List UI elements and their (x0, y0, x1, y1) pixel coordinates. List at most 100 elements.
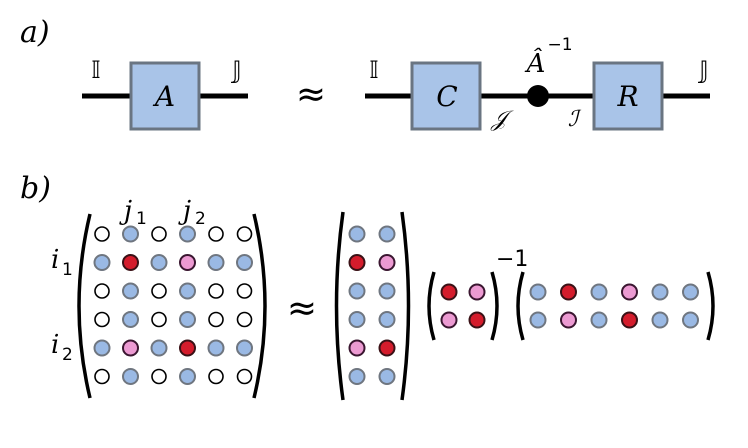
big-matrix-dot-r1-c4 (179, 225, 196, 243)
r-matrix-dot-r2-c6 (682, 311, 699, 329)
big-matrix-dot-r3-c2 (122, 282, 139, 300)
big-matrix-dot-r3-c5 (208, 283, 224, 299)
panel-a: a) A 𝕀 𝕁 ≈ C R Â −1 𝕀 𝕁 𝒥 ℐ (20, 15, 710, 132)
r-matrix-left-bracket (516, 271, 525, 341)
big-matrix-dot-r6-c1 (94, 368, 110, 385)
big-matrix-dot-r4-c1 (94, 311, 110, 328)
col-label-j2: j (178, 196, 191, 226)
r-matrix-dot-r1-c3 (590, 283, 608, 301)
big-matrix-dot-r4-c2 (122, 311, 139, 328)
r-matrix-dot-r1-c5 (651, 283, 669, 301)
inverse-exponent: −1 (496, 247, 528, 272)
tensor-a-box (129, 61, 201, 131)
big-matrix-dot-r6-c2 (122, 368, 139, 385)
r-matrix-dot-r2-c3 (590, 311, 608, 329)
big-matrix-dot-r1-c2 (122, 225, 139, 243)
r-matrix-dot-r2-c4 (621, 311, 638, 329)
c-matrix-dot-r4-c2 (378, 311, 396, 328)
a-hat-left-bracket (427, 271, 436, 341)
row-sub-i2: 2 (62, 345, 73, 365)
tensor-c-box (410, 61, 482, 131)
big-matrix-dot-r3-c4 (179, 282, 196, 300)
big-matrix-dot-r1-c6 (236, 226, 253, 242)
a-hat-dot-r1-c1 (440, 283, 458, 301)
big-matrix-dot-r5-c3 (150, 339, 168, 357)
row-label-i1: i (51, 245, 59, 275)
big-matrix-dot-r6-c5 (208, 368, 224, 385)
right-index-out: 𝕁 (697, 56, 708, 84)
big-matrix-dot-r1-c3 (151, 226, 167, 242)
c-matrix-dot-r4-c1 (348, 311, 366, 328)
big-matrix-dot-r6-c4 (179, 368, 196, 385)
big-matrix-dot-r4-c6 (236, 311, 253, 328)
c-matrix-dot-r6-c2 (378, 368, 396, 385)
big-matrix-dot-r4-c5 (208, 311, 224, 328)
big-matrix-right-bracket (252, 213, 267, 399)
tensor-r-label: R (616, 80, 638, 113)
c-matrix-dot-r1-c1 (348, 225, 366, 243)
c-matrix-right-bracket (400, 211, 411, 401)
big-matrix-dot-r5-c1 (93, 339, 111, 357)
col-sub-j1: 1 (136, 209, 147, 229)
panel-b-label: b) (20, 171, 51, 206)
approx-sign-b: ≈ (287, 288, 317, 329)
r-matrix-dot-r2-c1 (529, 311, 547, 329)
tensor-r-box (592, 61, 664, 131)
tensor-c-label: C (436, 80, 457, 113)
big-matrix-dot-r3-c3 (151, 283, 167, 299)
r-matrix-dot-r1-c4 (621, 283, 638, 301)
r-matrix-dot-r2-c2 (560, 311, 577, 329)
r-matrix-dot-r1-c1 (529, 283, 547, 301)
left-index-out: 𝕁 (230, 56, 241, 84)
big-matrix-dot-r2-c1 (93, 254, 111, 271)
c-matrix-dot-r5-c1 (348, 339, 366, 357)
big-matrix-dot-r5-c2 (122, 339, 139, 357)
big-matrix-dot-r2-c4 (179, 254, 196, 271)
big-matrix-dot-r3-c6 (236, 283, 253, 299)
inverse-node (527, 85, 549, 107)
big-matrix-dot-r5-c5 (207, 339, 225, 357)
c-matrix-dot-r2-c1 (348, 254, 366, 271)
c-matrix-dot-r5-c2 (378, 339, 396, 357)
r-matrix-dot-r2-c5 (651, 311, 669, 329)
bond-i-label: ℐ (568, 107, 582, 132)
left-index-in: 𝕀 (91, 56, 100, 84)
big-matrix-left-bracket (77, 213, 92, 399)
c-matrix-dot-r2-c2 (378, 254, 396, 271)
c-matrix-dot-r6-c1 (348, 368, 366, 385)
col-label-j1: j (119, 196, 132, 226)
r-matrix-right-bracket (706, 271, 715, 341)
big-matrix-dot-r2-c6 (236, 254, 253, 271)
matrix-dots (93, 225, 699, 385)
bond-j-label: 𝒥 (490, 107, 514, 132)
approx-sign-a: ≈ (296, 74, 326, 115)
big-matrix-dot-r6-c3 (151, 368, 167, 385)
big-matrix-dot-r2-c3 (150, 254, 168, 271)
panel-a-label: a) (20, 15, 50, 50)
big-matrix-dot-r1-c5 (208, 226, 224, 242)
tensor-a-label: A (152, 80, 175, 113)
inverse-node-label: Â (525, 47, 546, 79)
c-matrix-left-bracket (334, 211, 345, 401)
r-matrix-dot-r1-c6 (682, 283, 699, 301)
c-matrix-dot-r3-c1 (348, 282, 366, 300)
col-sub-j2: 2 (195, 209, 206, 229)
big-matrix-dot-r1-c1 (94, 226, 110, 242)
big-matrix-dot-r5-c4 (179, 339, 196, 357)
big-matrix-dot-r2-c2 (122, 254, 139, 271)
big-matrix-dot-r4-c3 (151, 311, 167, 328)
big-matrix-dot-r6-c6 (236, 368, 253, 385)
panel-b: b) j 1 j 2 i 1 i 2 ≈ −1 (20, 171, 715, 401)
big-matrix-dot-r2-c5 (207, 254, 225, 271)
a-hat-right-bracket (490, 271, 499, 341)
c-matrix-dot-r3-c2 (378, 282, 396, 300)
big-matrix-dot-r3-c1 (94, 283, 110, 299)
a-hat-dot-r2-c1 (440, 311, 458, 329)
right-index-in: 𝕀 (369, 56, 378, 84)
a-hat-dot-r2-c2 (468, 311, 486, 329)
row-label-i2: i (51, 330, 59, 360)
big-matrix-dot-r4-c4 (179, 311, 196, 328)
big-matrix-dot-r5-c6 (236, 339, 253, 357)
c-matrix-dot-r1-c2 (378, 225, 396, 243)
